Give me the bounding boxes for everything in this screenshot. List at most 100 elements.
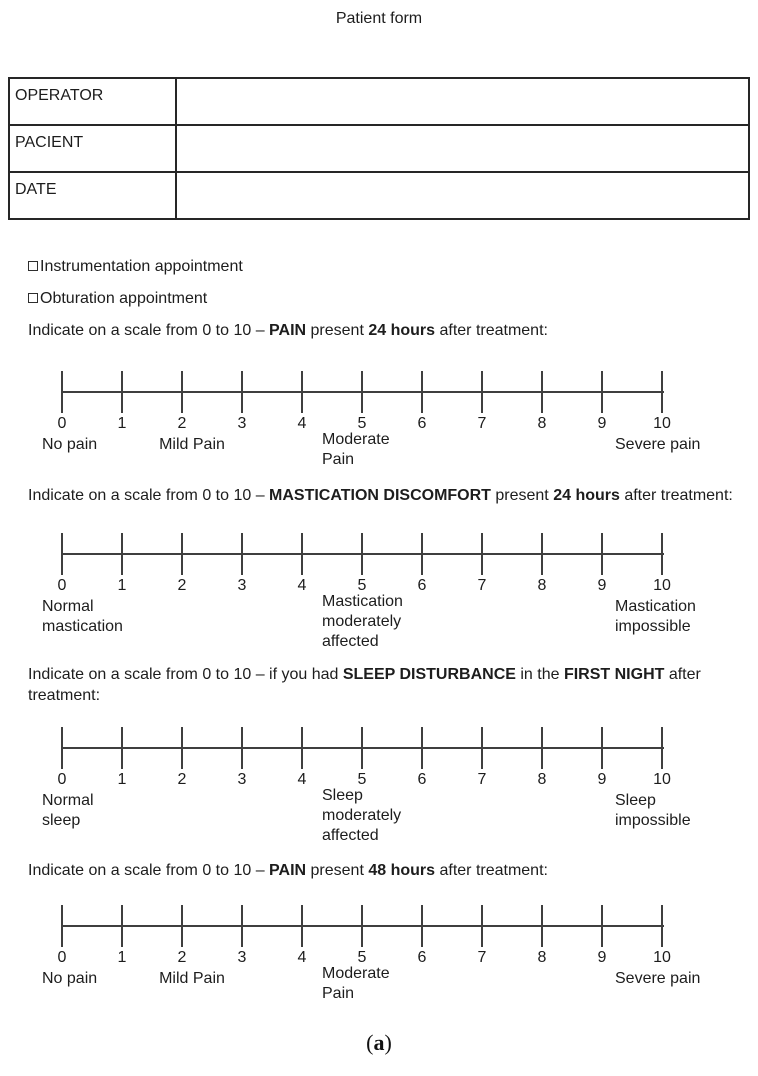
anchor-line: Mild Pain [159,970,225,987]
scale-number[interactable]: 4 [297,771,307,788]
scale-tick [181,905,183,947]
anchor-line: Mastication [615,598,696,615]
scale-number[interactable]: 7 [477,771,487,788]
scale-number[interactable]: 6 [417,771,427,788]
row-value-cell[interactable] [175,124,750,173]
scale-number[interactable]: 8 [537,771,547,788]
scale-tick [61,727,63,769]
question-prompt: Indicate on a scale from 0 to 10 – MASTI… [28,485,742,506]
anchor-line: Pain [322,451,355,468]
vas-ruler[interactable] [0,533,758,575]
anchor-line: Sleep [615,792,656,809]
checkbox-item[interactable]: Instrumentation appointment [28,258,243,276]
prompt-bold-text: FIRST NIGHT [563,666,665,683]
scale-number[interactable]: 1 [117,949,127,966]
prompt-text: after [664,666,701,683]
scale-tick [481,727,483,769]
page-title: Patient form [335,10,423,27]
scale-number[interactable]: 10 [653,577,671,594]
scale-number[interactable]: 4 [297,415,307,432]
scale-number[interactable]: 5 [357,949,367,966]
scale-tick [121,533,123,575]
prompt-text: after treatment: [435,322,548,339]
scale-number[interactable]: 8 [537,577,547,594]
scale-number[interactable]: 2 [177,415,187,432]
scale-number[interactable]: 8 [537,415,547,432]
scale-number[interactable]: 0 [57,577,67,594]
scale-tick [241,727,243,769]
scale-number[interactable]: 1 [117,577,127,594]
scale-number[interactable]: 7 [477,577,487,594]
scale-number[interactable]: 0 [57,415,67,432]
scale-tick [181,727,183,769]
anchor-line: affected [322,827,379,844]
scale-number[interactable]: 6 [417,577,427,594]
row-value-cell[interactable] [175,171,750,220]
scale-number[interactable]: 7 [477,949,487,966]
scale-tick [241,905,243,947]
scale-number[interactable]: 4 [297,577,307,594]
scale-baseline [62,391,664,393]
scale-number[interactable]: 3 [237,577,247,594]
scale-number[interactable]: 9 [597,577,607,594]
scale-number[interactable]: 6 [417,415,427,432]
vas-ruler[interactable] [0,371,758,413]
question-prompt: Indicate on a scale from 0 to 10 – PAIN … [28,320,742,341]
scale-number[interactable]: 2 [177,771,187,788]
row-value-cell[interactable] [175,77,750,126]
scale-number[interactable]: 5 [357,577,367,594]
scale-number[interactable]: 9 [597,771,607,788]
scale-number[interactable]: 3 [237,415,247,432]
scale-number[interactable]: 9 [597,415,607,432]
scale-number[interactable]: 3 [237,771,247,788]
question-prompt: Indicate on a scale from 0 to 10 – if yo… [28,664,742,706]
scale-tick [121,371,123,413]
scale-number[interactable]: 5 [357,415,367,432]
scale-tick [61,371,63,413]
scale-number[interactable]: 10 [653,415,671,432]
scale-tick [361,533,363,575]
scale-number[interactable]: 3 [237,949,247,966]
checkbox-item[interactable]: Obturation appointment [28,290,207,308]
scale-number[interactable]: 0 [57,771,67,788]
anchor-line: sleep [42,812,81,829]
scale-number[interactable]: 2 [177,949,187,966]
scale-number[interactable]: 5 [357,771,367,788]
scale-anchor-label: Severe pain [615,969,700,989]
anchor-line: mastication [42,618,123,635]
row-label-cell: DATE [8,171,177,220]
scale-tick [361,727,363,769]
vas-ruler[interactable] [0,905,758,947]
checkbox-icon[interactable] [28,293,38,303]
scale-number[interactable]: 7 [477,415,487,432]
scale-tick [661,727,663,769]
scale-anchor-label: Mild Pain [159,435,225,455]
figure-label-letter: a [373,1030,385,1055]
scale-tick [241,533,243,575]
scale-anchor-label: No pain [42,969,97,989]
anchor-line: moderately [322,807,402,824]
scale-number[interactable]: 1 [117,415,127,432]
scale-number[interactable]: 0 [57,949,67,966]
scale-tick [481,371,483,413]
scale-tick [601,371,603,413]
scale-number[interactable]: 1 [117,771,127,788]
anchor-line: Moderate [322,431,390,448]
row-label-cell: PACIENT [8,124,177,173]
scale-number[interactable]: 10 [653,771,671,788]
table-row: OPERATOR [8,77,750,126]
scale-number[interactable]: 10 [653,949,671,966]
scale-number[interactable]: 6 [417,949,427,966]
prompt-text: present [490,487,554,504]
vas-ruler[interactable] [0,727,758,769]
scale-number[interactable]: 4 [297,949,307,966]
scale-tick [241,371,243,413]
scale-number[interactable]: 8 [537,949,547,966]
scale-number[interactable]: 2 [177,577,187,594]
scale-number[interactable]: 9 [597,949,607,966]
checkbox-icon[interactable] [28,261,38,271]
